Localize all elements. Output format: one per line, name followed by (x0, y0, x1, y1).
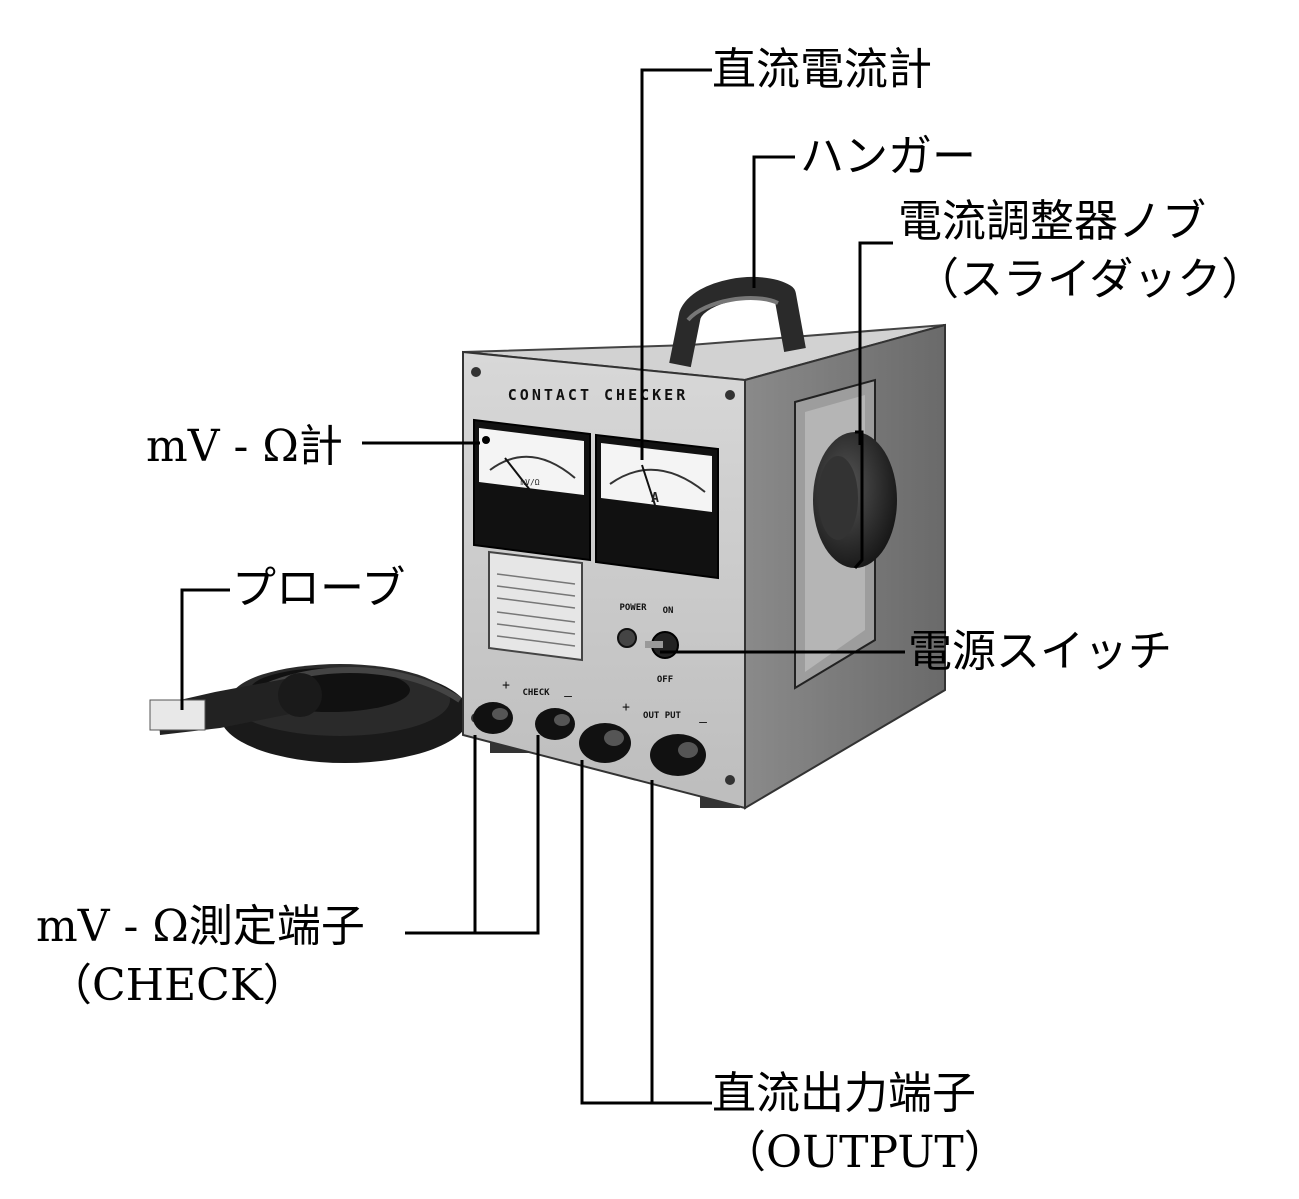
panel-title: CONTACT CHECKER (508, 386, 688, 404)
off-label: OFF (657, 675, 673, 685)
check-terminal-minus (535, 708, 575, 740)
on-label: ON (663, 606, 674, 616)
check-label: CHECK (522, 688, 550, 698)
mv-ohm-meter: mV/Ω (473, 418, 591, 562)
label-dc-ammeter: 直流電流計 (712, 44, 932, 95)
dc-ammeter: A (595, 433, 719, 580)
output-terminal-minus (650, 734, 706, 776)
label-probe: プローブ (232, 563, 406, 614)
label-output-terminal-line2: （OUTPUT） (722, 1127, 1008, 1178)
power-label: POWER (619, 603, 647, 613)
check-plus-label: + (502, 678, 510, 693)
screw (725, 775, 735, 785)
label-knob-line1: 電流調整器ノブ (898, 196, 1206, 247)
screw (471, 367, 481, 377)
check-terminal-plus (473, 702, 513, 734)
leader-probe (180, 588, 230, 710)
label-hanger: ハンガー (800, 131, 976, 182)
screw (725, 390, 735, 400)
label-check-terminal-line2: （CHECK） (48, 960, 307, 1011)
label-mv-meter: mV - Ω計 (146, 421, 343, 472)
current-adjust-knob (813, 430, 897, 569)
leader-knob (858, 241, 893, 445)
leader-output-terminals (580, 760, 712, 1105)
label-check-terminal-line1: mV - Ω測定端子 (36, 901, 365, 952)
output-label: OUT PUT (643, 711, 682, 721)
check-minus-label: — (564, 689, 572, 704)
caution-plate (488, 550, 583, 662)
output-terminal-plus (579, 723, 631, 763)
leader-dc-ammeter (640, 68, 712, 460)
output-minus-label: — (699, 715, 707, 730)
mv-ohm-meter-label: mV/Ω (520, 478, 539, 487)
leader-hanger (752, 155, 795, 288)
output-plus-label: + (622, 700, 630, 715)
label-knob-line2: （スライダック） (915, 254, 1266, 305)
leader-check-terminals (405, 735, 540, 935)
dc-ammeter-label: A (651, 491, 659, 506)
label-output-terminal-line1: 直流出力端子 (712, 1068, 976, 1119)
label-power-switch: 電源スイッチ (908, 626, 1172, 677)
probe (149, 673, 322, 735)
leader-lines (180, 68, 905, 1105)
hanger-handle (669, 277, 806, 368)
